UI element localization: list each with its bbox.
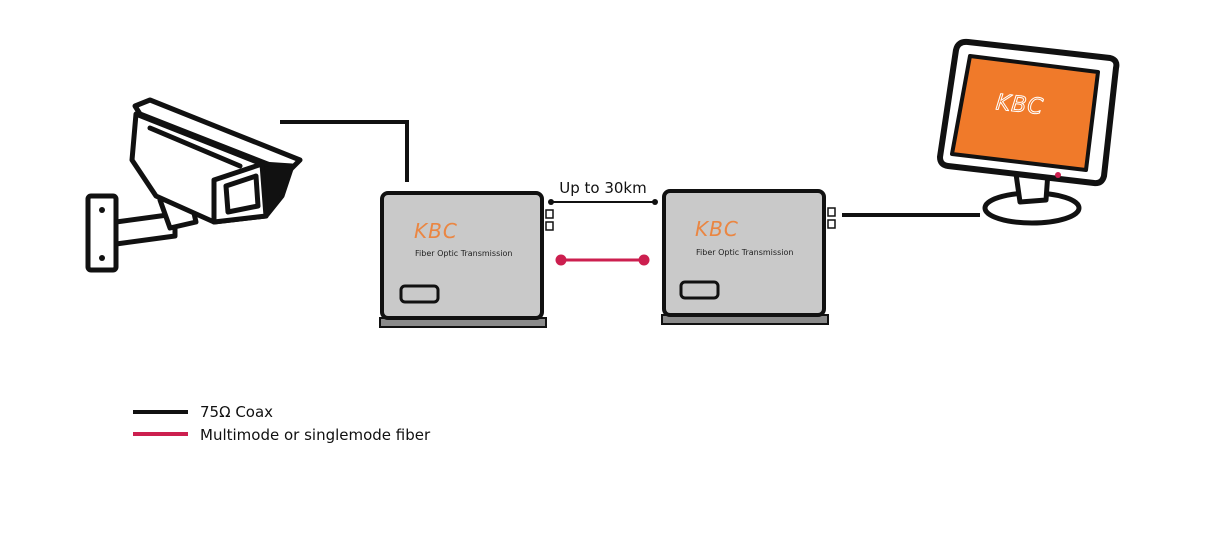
cctv-camera-icon — [85, 97, 303, 273]
transmitter-unit: KBC Fiber Optic Transmission — [379, 191, 554, 328]
receiver-brand-logo: KBC — [695, 217, 739, 241]
legend-item-fiber: Multimode or singlemode fiber — [133, 426, 431, 444]
monitor-icon: KBC — [937, 38, 1120, 226]
transmitter-caption: Fiber Optic Transmission — [415, 249, 512, 258]
legend: 75Ω Coax Multimode or singlemode fiber — [133, 403, 431, 444]
fiber-link — [555, 254, 650, 266]
distance-link: Up to 30km — [548, 179, 658, 205]
receiver-caption: Fiber Optic Transmission — [696, 248, 793, 257]
legend-item-coax: 75Ω Coax — [133, 403, 273, 421]
legend-label-coax: 75Ω Coax — [200, 403, 273, 421]
distance-label: Up to 30km — [559, 179, 646, 197]
transmitter-brand-logo: KBC — [414, 219, 458, 243]
coax-cable-camera-to-transmitter — [280, 120, 409, 182]
receiver-unit: KBC Fiber Optic Transmission — [661, 189, 836, 325]
monitor-brand-logo: KBC — [995, 90, 1045, 120]
legend-label-fiber: Multimode or singlemode fiber — [200, 426, 431, 444]
